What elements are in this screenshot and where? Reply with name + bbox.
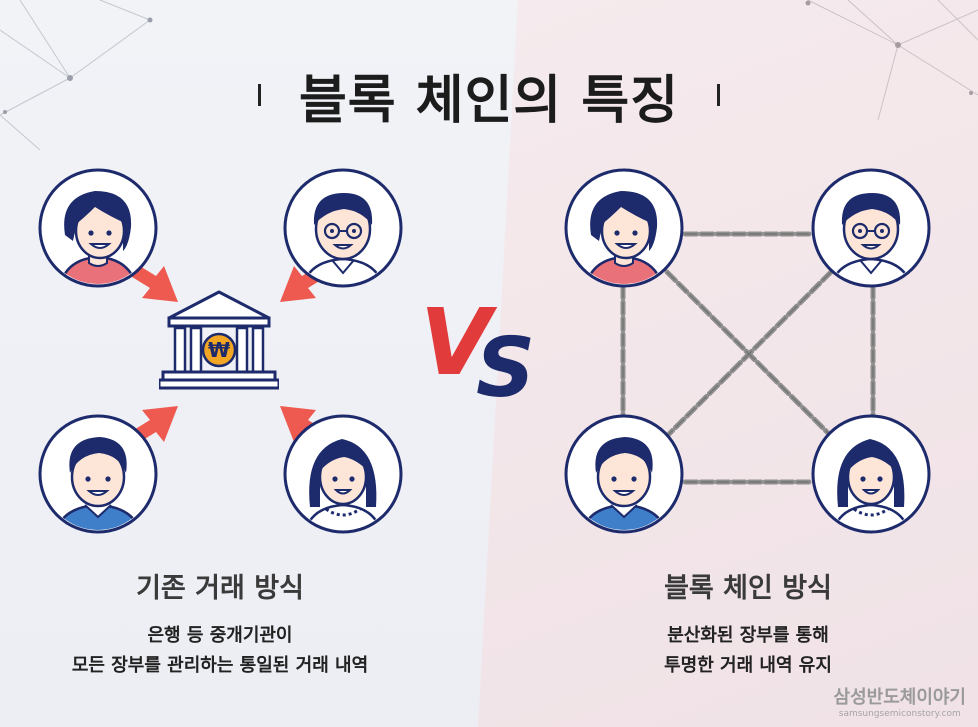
avatar-woman-chain-bottom-right	[810, 413, 932, 535]
network-decoration-top-left	[0, 0, 153, 150]
right-panel-background	[478, 0, 978, 727]
right-description-line-1: 분산화된 장부를 통해	[667, 625, 829, 646]
vs-letter-v: V	[420, 292, 498, 396]
avatar-woman-top-left	[37, 167, 159, 289]
vs-logo: V S	[420, 292, 535, 402]
left-heading: 기존 거래 방식	[136, 573, 304, 604]
watermark-korean: 삼성반도체이야기	[833, 687, 966, 708]
left-description-line-1: 은행 등 중개기관이	[147, 625, 293, 646]
watermark: 삼성반도체이야기 samsungsemiconstory.com	[834, 683, 966, 719]
avatar-man-glasses-chain-top-right	[810, 167, 932, 289]
left-description-line-2: 모든 장부를 관리하는 통일된 거래 내역	[71, 655, 369, 676]
chain-network	[620, 231, 876, 485]
network-decoration-top-right	[805, 0, 978, 120]
avatar-man-chain-bottom-left	[563, 413, 685, 535]
avatar-woman-chain-top-left	[563, 167, 685, 289]
page-title: 블록 체인의 특징	[298, 70, 680, 131]
title-divider-right	[717, 84, 721, 106]
right-heading: 블록 체인 방식	[664, 573, 832, 604]
avatar-man-glasses-top-right	[282, 167, 404, 289]
avatar-woman-bottom-right	[282, 413, 404, 535]
right-description-line-2: 투명한 거래 내역 유지	[664, 655, 832, 676]
title-row: 블록 체인의 특징	[0, 60, 978, 131]
bank-won-symbol: ₩	[208, 338, 230, 362]
watermark-url: samsungsemiconstory.com	[838, 709, 961, 719]
title-divider-left	[257, 84, 261, 106]
vs-letter-s: S	[476, 321, 535, 402]
bank-icon: ₩	[159, 290, 279, 390]
avatar-man-bottom-left	[37, 413, 159, 535]
